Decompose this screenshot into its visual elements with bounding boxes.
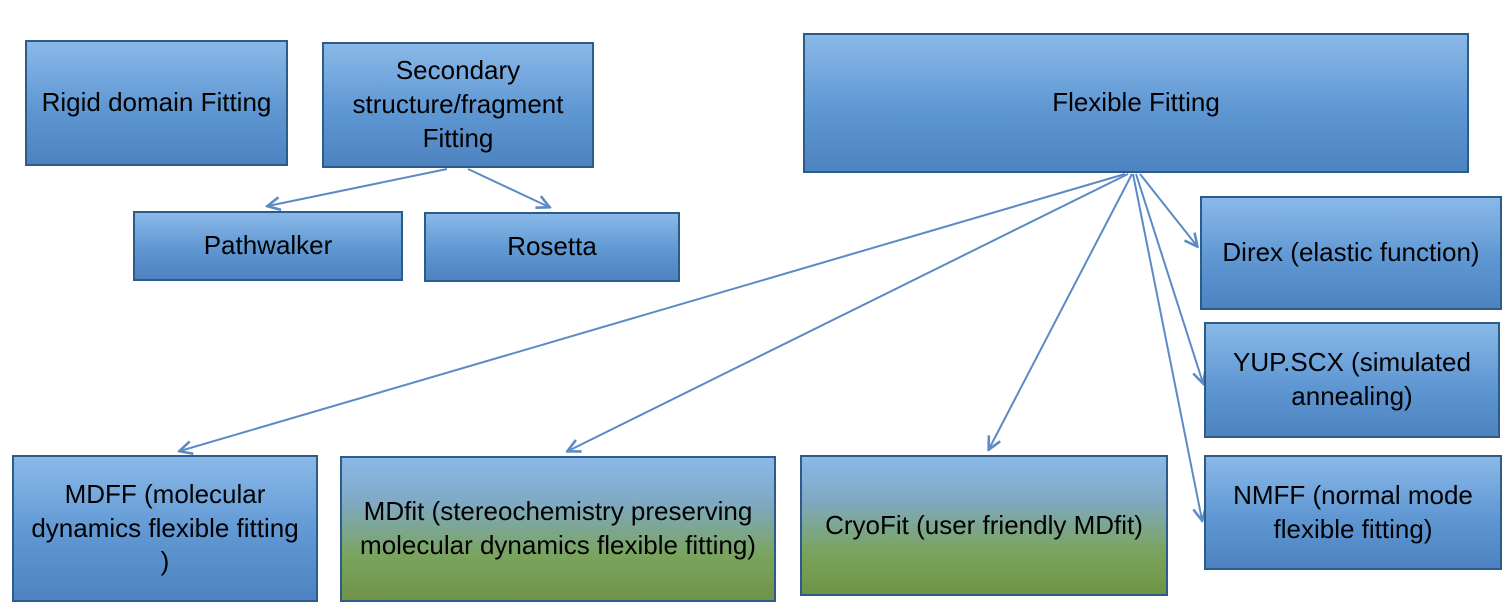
node-label: Secondary structure/fragment Fitting: [352, 55, 564, 153]
node-mdfit: MDfit (stereochemistry preserving molecu…: [340, 456, 776, 602]
node-label: Rosetta: [507, 231, 597, 262]
node-mdff: MDFF (molecular dynamics flexible fittin…: [12, 455, 318, 602]
node-label: MDfit (stereochemistry preserving molecu…: [360, 496, 756, 560]
node-label: Direx (elastic function): [1222, 237, 1480, 268]
connector-flexible-to-direx: [1139, 173, 1197, 246]
node-direx: Direx (elastic function): [1200, 196, 1502, 310]
node-label: Rigid domain Fitting: [41, 87, 272, 118]
node-flexible-fitting: Flexible Fitting: [803, 33, 1469, 173]
node-secondary-structure-fragment-fitting: Secondary structure/fragment Fitting: [322, 42, 594, 168]
node-label: Pathwalker: [203, 230, 333, 261]
node-rosetta: Rosetta: [424, 212, 680, 282]
node-yup-scx: YUP.SCX (simulated annealing): [1204, 322, 1500, 438]
node-cryofit: CryoFit (user friendly MDfit): [800, 455, 1168, 596]
node-label: Flexible Fitting: [1052, 87, 1220, 118]
node-nmff: NMFF (normal mode flexible fitting): [1204, 455, 1502, 570]
node-label: YUP.SCX (simulated annealing): [1233, 347, 1471, 411]
connector-secondary-to-pathwalker: [268, 168, 448, 206]
connector-flexible-to-cryofit: [989, 173, 1133, 449]
connector-flexible-to-yup-scx: [1135, 173, 1203, 383]
connector-secondary-to-rosetta: [467, 168, 549, 207]
node-label: CryoFit (user friendly MDfit): [825, 509, 1143, 540]
node-label: MDFF (molecular dynamics flexible fittin…: [31, 478, 299, 577]
node-pathwalker: Pathwalker: [133, 211, 403, 281]
node-label: NMFF (normal mode flexible fitting): [1233, 479, 1473, 544]
node-rigid-domain-fitting: Rigid domain Fitting: [25, 40, 288, 166]
